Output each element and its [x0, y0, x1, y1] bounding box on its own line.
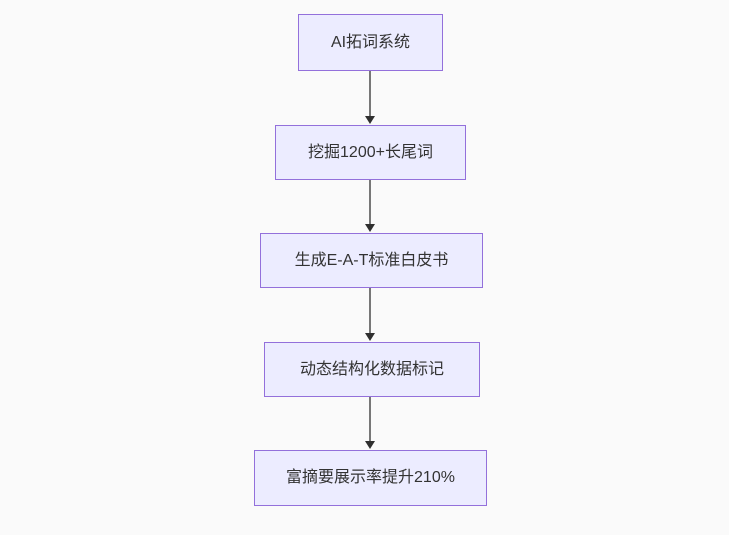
arrowhead-down-icon [365, 333, 375, 341]
flow-arrow-1 [364, 71, 376, 124]
flow-node-label: AI拓词系统 [330, 33, 411, 51]
flow-node-ai-word-system: AI拓词系统 [298, 14, 443, 71]
flow-arrow-3 [364, 288, 376, 341]
arrow-line [369, 397, 371, 441]
flow-node-eat-whitepaper: 生成E-A-T标准白皮书 [260, 233, 483, 288]
flow-node-longtail-keywords: 挖掘1200+长尾词 [275, 125, 466, 180]
arrow-line [369, 71, 371, 116]
flow-node-label: 富摘要展示率提升210% [286, 469, 455, 487]
flow-arrow-4 [364, 397, 376, 449]
flow-node-rich-snippet-result: 富摘要展示率提升210% [254, 450, 487, 506]
flow-node-label: 挖掘1200+长尾词 [308, 143, 433, 161]
flow-arrow-2 [364, 180, 376, 232]
arrowhead-down-icon [365, 441, 375, 449]
flow-node-label: 生成E-A-T标准白皮书 [294, 251, 449, 269]
arrowhead-down-icon [365, 116, 375, 124]
arrowhead-down-icon [365, 224, 375, 232]
flow-node-structured-data: 动态结构化数据标记 [264, 342, 480, 397]
flow-node-label: 动态结构化数据标记 [299, 360, 444, 378]
arrow-line [369, 180, 371, 224]
arrow-line [369, 288, 371, 333]
